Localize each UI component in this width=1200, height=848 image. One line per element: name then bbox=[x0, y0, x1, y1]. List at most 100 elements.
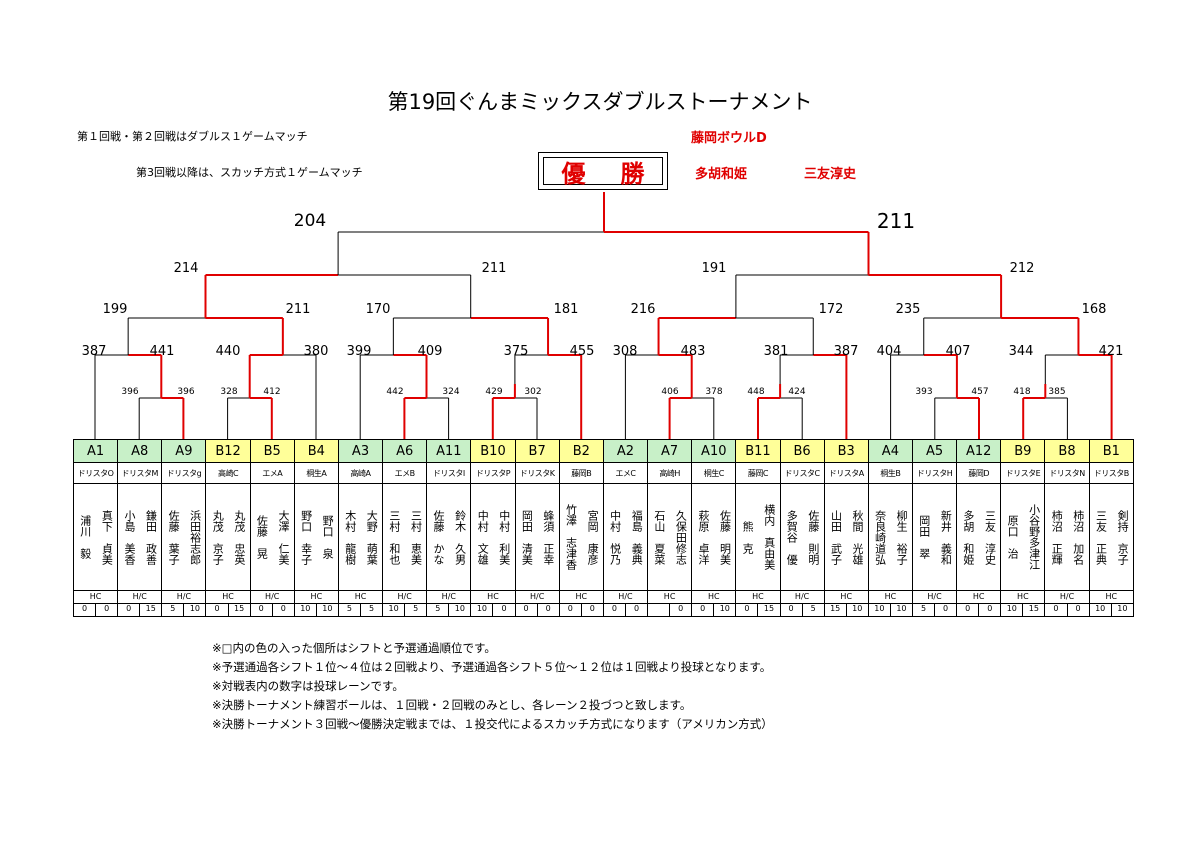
match-score: 181 bbox=[554, 302, 579, 317]
footnote: ※決勝トーナメント３回戦～優勝決定戦までは、１投交代によるスカッチ方式になります… bbox=[212, 717, 773, 731]
lane-number: 10 bbox=[315, 604, 338, 616]
player-pair: 熊 克横内 真由美 bbox=[737, 485, 779, 590]
handicap-label: HC bbox=[72, 590, 119, 604]
player-name: 蜂須 正幸 bbox=[541, 509, 555, 565]
match-score: 407 bbox=[946, 344, 971, 359]
match-score: 204 bbox=[294, 211, 326, 231]
player-names: 萩原 卓洋佐藤 明美 bbox=[691, 483, 737, 591]
lane-number: 0 bbox=[934, 604, 956, 616]
player-names: 丸茂 京子丸茂 忠英 bbox=[205, 483, 251, 591]
team-name: ドリスタO bbox=[72, 462, 119, 484]
rules-line-2: 第3回戦以降は、スカッチ方式１ゲームマッチ bbox=[136, 166, 363, 179]
player-pair: 佐藤 葉子浜田裕志郎 bbox=[163, 485, 205, 590]
handicap-label: HC bbox=[867, 590, 913, 604]
match-score: 302 bbox=[524, 387, 541, 397]
seed-code: A12 bbox=[956, 439, 1002, 463]
handicap-label: H/C bbox=[117, 590, 163, 604]
lane-number: 0 bbox=[492, 604, 514, 616]
player-name: 真下 貞美 bbox=[100, 509, 114, 565]
player-names: 佐藤 かな鈴木 久男 bbox=[426, 483, 472, 591]
seed-code: A6 bbox=[382, 439, 428, 463]
player-pair: 多胡 和姫三友 淳史 bbox=[958, 485, 1000, 590]
player-names: 岡田 清美蜂須 正幸 bbox=[514, 483, 560, 591]
team-name: ドリスタC bbox=[779, 462, 825, 484]
handicap-label: HC bbox=[337, 590, 384, 604]
match-score: 440 bbox=[216, 344, 241, 359]
player-names: 多賀谷 優佐藤 則明 bbox=[779, 483, 825, 591]
match-score: 344 bbox=[1009, 344, 1034, 359]
handicap-label: HC bbox=[823, 590, 869, 604]
lane-cell: 10 10 bbox=[293, 603, 339, 617]
match-score: 211 bbox=[877, 209, 915, 233]
player-name: 奈良崎道弘 bbox=[873, 509, 887, 565]
player-pair: 岡田 清美蜂須 正幸 bbox=[516, 485, 558, 590]
lane-number: 10 bbox=[183, 604, 205, 616]
player-name: 中村 文雄 bbox=[476, 509, 490, 565]
team-name: 藤岡C bbox=[735, 462, 781, 484]
match-score: 406 bbox=[661, 387, 678, 397]
seed-code: B11 bbox=[735, 439, 781, 463]
team-name: ドリスタM bbox=[117, 462, 163, 484]
player-name: 木村 龍樹 bbox=[343, 509, 357, 565]
player-name: 三友 淳史 bbox=[983, 509, 997, 565]
match-score: 328 bbox=[220, 387, 237, 397]
match-score: 216 bbox=[631, 302, 656, 317]
player-names: 三友 正典剣持 京子 bbox=[1088, 483, 1135, 591]
handicap-label: H/C bbox=[514, 590, 560, 604]
team-name: 桐生A bbox=[293, 462, 339, 484]
handicap-label: HC bbox=[470, 590, 516, 604]
match-score: 378 bbox=[705, 387, 722, 397]
player-name: 浜田裕志郎 bbox=[188, 509, 202, 565]
lane-number: 10 bbox=[388, 604, 399, 614]
player-name: 丸茂 忠英 bbox=[232, 509, 246, 565]
handicap-label: H/C bbox=[161, 590, 207, 604]
player-name: 岡田 翠 bbox=[917, 515, 931, 559]
lane-number: 0 bbox=[700, 604, 706, 614]
player-pair: 岡田 翠新井 義和 bbox=[913, 485, 955, 590]
rules-line-1: 第１回戦・第２回戦はダブルス１ゲームマッチ bbox=[77, 130, 308, 143]
lane-number: 0 bbox=[523, 604, 529, 614]
lane-number: 15 bbox=[1022, 604, 1044, 616]
player-name: 浦川 毅 bbox=[78, 515, 92, 559]
player-pair: 小島 美香鎌田 政善 bbox=[119, 485, 161, 590]
player-pair: 中村 文雄中村 利美 bbox=[472, 485, 514, 590]
player-name: 久保田修志 bbox=[674, 509, 688, 565]
player-pair: 柿沼 正輝柿沼 加名 bbox=[1046, 485, 1088, 590]
match-score: 412 bbox=[263, 387, 280, 397]
handicap-label: H/C bbox=[249, 590, 295, 604]
seed-code: A9 bbox=[161, 439, 207, 463]
match-score: 235 bbox=[896, 302, 921, 317]
lane-number: 0 bbox=[1053, 604, 1059, 614]
player-pair: 萩原 卓洋佐藤 明美 bbox=[693, 485, 735, 590]
team-name: ドリスタI bbox=[426, 462, 472, 484]
team-name: ドリスタE bbox=[1000, 462, 1046, 484]
lane-number: 10 bbox=[476, 604, 488, 614]
match-score: 396 bbox=[121, 387, 138, 397]
lane-number: 15 bbox=[227, 604, 250, 616]
player-names: 竹澤 志津香宮岡 康彦 bbox=[558, 483, 604, 591]
team-name: エメA bbox=[249, 462, 295, 484]
seed-code: B10 bbox=[470, 439, 516, 463]
champion-label-a: 優 bbox=[561, 159, 586, 188]
player-name: 柳生 裕子 bbox=[895, 509, 909, 565]
footnotes: ※□内の色の入った個所はシフトと予選通過順位です。 ※予選通過各シフト１位～４位… bbox=[212, 639, 773, 734]
seed-code: A3 bbox=[337, 439, 384, 463]
lane-number: 10 bbox=[300, 604, 311, 614]
lane-number: 0 bbox=[567, 604, 573, 614]
player-name: 原口 治 bbox=[1006, 515, 1020, 559]
player-pair: 山田 武子秋間 光雄 bbox=[825, 485, 867, 590]
lane-number: 10 bbox=[845, 604, 868, 616]
